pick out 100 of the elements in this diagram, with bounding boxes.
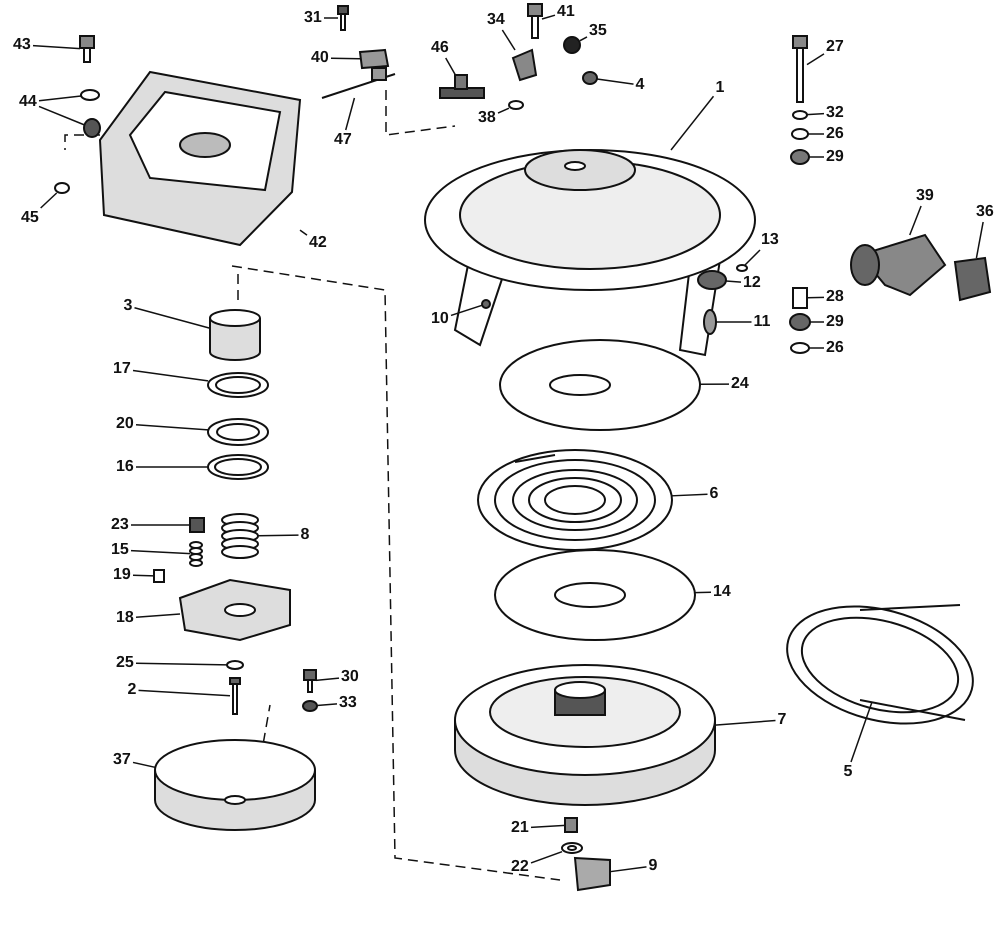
leader-line <box>324 17 338 19</box>
leader-line <box>132 762 156 768</box>
leader-line <box>806 296 824 299</box>
leader-line <box>316 677 340 682</box>
callout-number: 36 <box>976 203 994 221</box>
disc <box>499 339 701 431</box>
leader-line <box>300 230 308 236</box>
callout-number: 12 <box>743 274 761 292</box>
leader-line <box>744 249 761 266</box>
leader-line <box>32 44 80 50</box>
leader-line <box>976 222 984 258</box>
leader-line <box>809 347 824 349</box>
callout-number: 40 <box>311 49 329 67</box>
leader-line <box>38 106 84 126</box>
callout-number: 4 <box>636 76 644 94</box>
leader-line <box>498 107 510 114</box>
pin <box>153 569 165 583</box>
nut <box>582 71 598 85</box>
pin <box>322 67 396 99</box>
pawl-plate <box>178 578 291 642</box>
handle-insert <box>954 256 992 302</box>
leader-line <box>530 824 566 828</box>
callout-number: 25 <box>116 654 134 672</box>
leader-line <box>445 58 456 76</box>
callout-number: 31 <box>304 9 322 27</box>
grommet <box>697 270 727 290</box>
leader-line <box>330 57 360 60</box>
callout-number: 18 <box>116 609 134 627</box>
leader-line <box>450 304 482 316</box>
washer <box>736 264 748 272</box>
leader-line <box>809 156 824 158</box>
leader-line <box>136 466 208 468</box>
callout-number: 32 <box>826 104 844 122</box>
washer <box>207 418 269 446</box>
callout-number: 43 <box>13 36 31 54</box>
bracket <box>512 48 538 82</box>
leader-line <box>909 206 922 236</box>
bushing <box>209 309 261 361</box>
washer <box>791 128 809 140</box>
leader-line <box>316 703 338 706</box>
washer <box>792 110 808 120</box>
callout-number: 2 <box>128 681 136 699</box>
callout-number: 33 <box>339 694 357 712</box>
leader-line <box>806 53 824 66</box>
leader-line <box>530 850 562 864</box>
callout-number: 7 <box>778 711 786 729</box>
callout-number: 14 <box>713 583 731 601</box>
cup <box>154 739 316 831</box>
leader-line <box>40 192 58 209</box>
leader-line <box>258 534 299 536</box>
callout-number: 8 <box>300 526 310 544</box>
nut <box>563 36 581 54</box>
grommet <box>83 118 101 138</box>
callout-number: 35 <box>589 22 607 40</box>
callout-number: 26 <box>826 125 844 143</box>
spring <box>221 513 259 559</box>
callout-number: 44 <box>19 93 37 111</box>
sleeve <box>792 287 808 309</box>
leader-line <box>580 36 588 42</box>
callout-number: 28 <box>826 288 844 306</box>
callout-number: 11 <box>754 313 770 331</box>
clip <box>358 48 390 70</box>
bolt <box>79 35 95 63</box>
callout-number: 29 <box>826 148 844 166</box>
pulley <box>454 664 716 806</box>
screw <box>337 5 349 31</box>
leader-line <box>806 112 824 116</box>
leader-line <box>672 494 708 497</box>
leader-line <box>136 424 208 431</box>
leader-line <box>345 98 356 130</box>
callout-number: 24 <box>731 375 749 393</box>
block <box>439 74 485 99</box>
washer <box>54 182 70 194</box>
handle <box>850 234 946 296</box>
leader-line <box>808 133 824 135</box>
callout-number: 27 <box>826 38 844 56</box>
leader-line <box>694 592 712 594</box>
rubber-boot <box>98 70 302 246</box>
leader-line <box>714 720 776 726</box>
leader-line <box>38 95 82 102</box>
leader-line <box>850 702 873 762</box>
callout-number: 29 <box>826 313 844 331</box>
callout-number: 1 <box>716 79 724 97</box>
screw <box>481 299 491 309</box>
bushing <box>790 149 810 165</box>
grommet <box>789 313 811 331</box>
screw <box>229 677 241 715</box>
leader-line <box>610 866 647 872</box>
callout-number: 6 <box>710 485 718 503</box>
nut <box>302 700 318 712</box>
leader-line <box>132 574 154 577</box>
callout-number: 21 <box>511 819 529 837</box>
callout-number: 47 <box>334 131 352 149</box>
spring <box>189 541 203 567</box>
leader-line <box>131 524 190 526</box>
callout-number: 20 <box>116 415 134 433</box>
bolt <box>792 35 808 103</box>
callout-number: 45 <box>21 209 39 227</box>
leader-line <box>134 307 210 329</box>
callout-number: 16 <box>116 458 134 476</box>
